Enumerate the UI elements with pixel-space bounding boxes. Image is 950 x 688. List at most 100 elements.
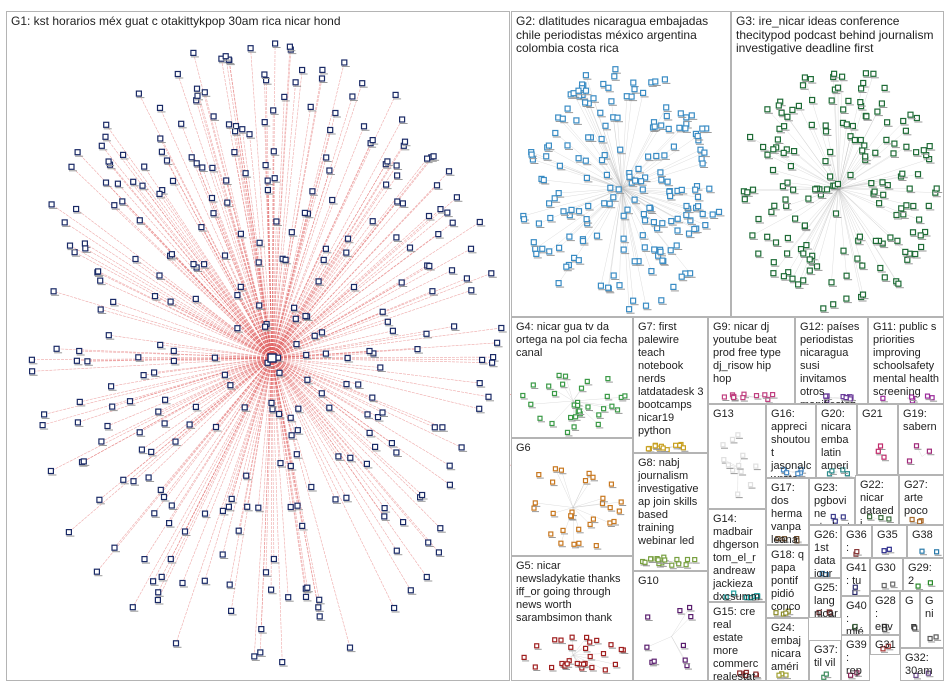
node bbox=[920, 147, 927, 154]
node bbox=[916, 216, 923, 223]
node bbox=[494, 339, 501, 346]
node bbox=[571, 402, 577, 408]
group-nodes bbox=[531, 466, 627, 550]
edge bbox=[230, 357, 273, 386]
node-label-mark bbox=[632, 92, 640, 94]
node bbox=[657, 169, 664, 176]
node-label-mark bbox=[912, 631, 919, 632]
edge bbox=[225, 180, 273, 359]
node-label-mark bbox=[857, 105, 866, 107]
node bbox=[168, 251, 175, 258]
node-label-mark bbox=[424, 337, 432, 339]
node-label-mark bbox=[857, 240, 866, 242]
node bbox=[437, 525, 444, 532]
node-label-mark bbox=[303, 600, 312, 602]
node bbox=[106, 161, 114, 168]
node-label-mark bbox=[791, 154, 800, 156]
edge bbox=[105, 136, 273, 359]
node bbox=[538, 175, 545, 182]
node bbox=[346, 644, 354, 651]
node bbox=[151, 510, 158, 517]
node bbox=[78, 459, 86, 466]
node-label-mark bbox=[646, 211, 655, 213]
node bbox=[130, 478, 137, 485]
node bbox=[264, 186, 271, 194]
node bbox=[730, 467, 736, 473]
node bbox=[629, 297, 637, 304]
node bbox=[784, 179, 791, 186]
node bbox=[652, 78, 659, 85]
node bbox=[448, 267, 456, 274]
node bbox=[318, 75, 326, 82]
node-label-mark bbox=[319, 396, 328, 398]
node-label-mark bbox=[326, 411, 335, 413]
node-label-mark bbox=[139, 453, 148, 455]
edge bbox=[838, 145, 865, 189]
node bbox=[803, 242, 810, 249]
node-label-mark bbox=[370, 224, 379, 226]
node bbox=[80, 458, 87, 465]
edge bbox=[621, 188, 646, 221]
node bbox=[816, 186, 823, 193]
node-label-mark bbox=[223, 59, 232, 61]
node-label-mark bbox=[393, 98, 402, 100]
edge bbox=[158, 357, 273, 412]
node bbox=[580, 82, 587, 89]
node-label-mark bbox=[437, 531, 446, 533]
edge bbox=[271, 106, 311, 359]
node-label-mark bbox=[596, 417, 604, 419]
node-label-mark bbox=[190, 56, 199, 58]
node-label-mark bbox=[199, 171, 208, 172]
node bbox=[823, 671, 829, 677]
node bbox=[93, 568, 101, 575]
node bbox=[579, 236, 587, 243]
node-label-mark bbox=[673, 448, 681, 450]
node bbox=[926, 156, 933, 163]
node-label-mark bbox=[609, 647, 616, 649]
node-label-mark bbox=[770, 276, 779, 278]
node bbox=[749, 186, 757, 193]
node-label-mark bbox=[652, 664, 660, 666]
node bbox=[800, 250, 807, 257]
node bbox=[736, 462, 742, 469]
node bbox=[582, 87, 590, 94]
node-label-mark bbox=[610, 200, 619, 202]
node bbox=[661, 76, 668, 83]
node bbox=[529, 156, 536, 163]
node bbox=[640, 211, 647, 218]
edge bbox=[562, 384, 574, 402]
node bbox=[393, 547, 400, 554]
edge bbox=[621, 123, 687, 189]
node-label-mark bbox=[233, 129, 242, 131]
node bbox=[666, 188, 673, 195]
node bbox=[282, 256, 289, 263]
node bbox=[640, 89, 647, 97]
node bbox=[760, 143, 767, 151]
node-label-mark bbox=[853, 596, 860, 597]
edge bbox=[572, 400, 575, 406]
edge bbox=[646, 636, 672, 648]
edge bbox=[806, 188, 839, 246]
edge bbox=[833, 76, 839, 189]
edge bbox=[271, 357, 283, 663]
node-label-mark bbox=[606, 292, 615, 294]
edge bbox=[838, 76, 843, 189]
node bbox=[683, 120, 690, 128]
node-label-mark bbox=[874, 115, 883, 117]
edge bbox=[157, 357, 273, 593]
edge bbox=[108, 161, 273, 359]
node bbox=[577, 411, 583, 417]
node bbox=[564, 105, 571, 112]
edge bbox=[271, 212, 448, 359]
node-label-mark bbox=[576, 161, 585, 163]
node bbox=[105, 158, 112, 165]
node-label-mark bbox=[822, 680, 829, 681]
node-label-mark bbox=[894, 218, 902, 220]
node bbox=[136, 217, 143, 224]
group-g22-label: G22: nicar dataedi bbox=[860, 479, 894, 525]
node bbox=[400, 142, 407, 149]
node-label-mark bbox=[546, 254, 555, 256]
node bbox=[586, 470, 592, 477]
node bbox=[552, 129, 559, 137]
node-label-mark bbox=[835, 187, 844, 189]
